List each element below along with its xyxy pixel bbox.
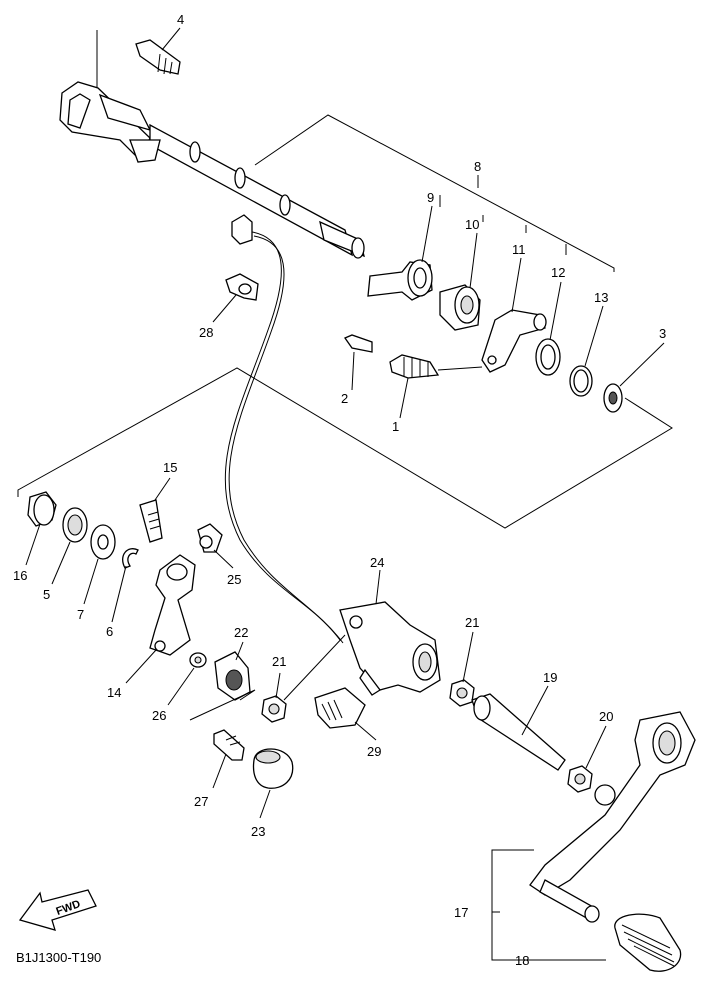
clip-part-6 [122, 548, 139, 569]
shift-pedal-part-17 [529, 711, 696, 923]
callout-15: 15 [163, 460, 177, 475]
washer-part-7 [90, 524, 116, 560]
pedal-rubber-part-18 [614, 913, 682, 972]
callout-2: 2 [341, 391, 348, 406]
callout-1: 1 [392, 419, 399, 434]
diagram-code: B1J1300-T190 [16, 950, 101, 965]
shift-rod-part-19 [471, 693, 566, 771]
callout-9: 9 [427, 190, 434, 205]
nut-part-20 [567, 765, 593, 793]
callout-18: 18 [515, 953, 529, 968]
callout-23: 23 [251, 824, 265, 839]
shift-shaft [59, 81, 365, 259]
circlip-part-13 [569, 365, 593, 397]
grommet-part-25 [197, 523, 223, 553]
callout-29: 29 [367, 744, 381, 759]
callout-17: 17 [454, 905, 468, 920]
callout-4: 4 [177, 12, 184, 27]
bolt-part-4 [135, 39, 181, 75]
group-8-bracket [439, 175, 567, 255]
bolt-part-27 [213, 729, 245, 761]
callout-28: 28 [199, 325, 213, 340]
leader-lines [25, 27, 665, 961]
callout-20: 20 [599, 709, 613, 724]
callout-3: 3 [659, 326, 666, 341]
callout-25: 25 [227, 572, 241, 587]
callout-16: 16 [13, 568, 27, 583]
callout-27: 27 [194, 794, 208, 809]
shift-sensor-part-24 [339, 601, 441, 696]
callout-21-left: 21 [272, 654, 286, 669]
callout-19: 19 [543, 670, 557, 685]
nut-part-21-left [261, 695, 287, 723]
sensor-cable [224, 214, 344, 644]
clamp-part-28 [225, 273, 259, 301]
pin-part-2 [344, 334, 373, 353]
callout-24: 24 [370, 555, 384, 570]
callout-10: 10 [465, 217, 479, 232]
callout-12: 12 [551, 265, 565, 280]
callout-13: 13 [594, 290, 608, 305]
callout-8: 8 [474, 159, 481, 174]
shift-arm-part-14 [149, 554, 196, 656]
callout-5: 5 [43, 587, 50, 602]
spring-part-9 [367, 259, 433, 301]
washer-part-3 [603, 383, 623, 413]
bearing-part-16 [27, 491, 57, 527]
rod-end-part-22 [214, 651, 251, 701]
spring-part-1 [389, 354, 483, 379]
callout-21-right: 21 [465, 615, 479, 630]
callout-11: 11 [512, 242, 526, 257]
callout-6: 6 [106, 624, 113, 639]
washer-part-26 [189, 652, 207, 668]
nut-part-21-right [449, 679, 475, 707]
callout-22: 22 [234, 625, 248, 640]
callout-14: 14 [107, 685, 121, 700]
callout-26: 26 [152, 708, 166, 723]
fwd-arrow-icon: FWD [18, 889, 97, 931]
collar-part-10 [439, 284, 481, 331]
cap-part-23 [252, 748, 294, 789]
callout-labels: 1 2 3 4 5 6 7 8 9 10 11 12 13 14 15 16 1… [13, 12, 666, 968]
plate-part-11 [481, 309, 547, 373]
bolt-part-15 [139, 499, 163, 543]
boot-part-29 [314, 687, 366, 729]
assembly-outline-upper [17, 30, 673, 529]
ring-part-12 [535, 338, 561, 376]
oil-seal-part-5 [62, 507, 88, 543]
callout-7: 7 [77, 607, 84, 622]
